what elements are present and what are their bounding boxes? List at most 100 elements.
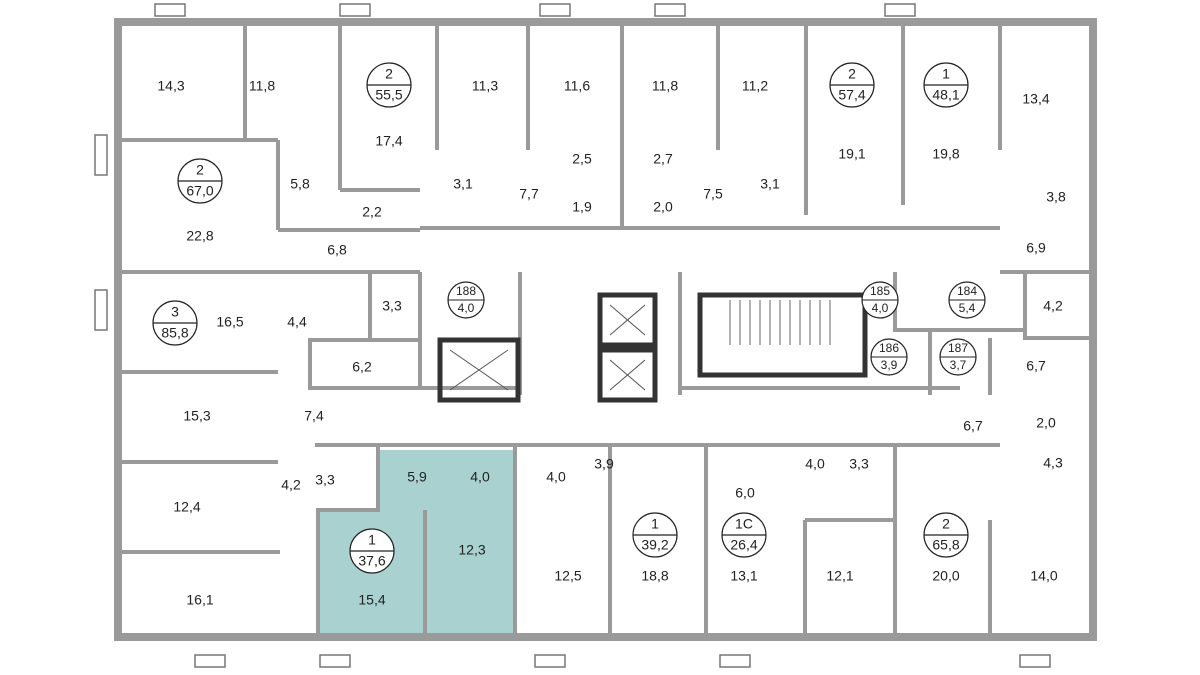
room-area-label: 7,4 [304, 408, 324, 424]
common-room-area: 4,0 [872, 301, 889, 315]
apartment-badge[interactable]: 265,8 [923, 512, 969, 558]
room-area-label: 3,3 [382, 298, 402, 314]
room-area-label: 20,0 [932, 568, 959, 584]
room-area-label: 2,7 [653, 151, 673, 167]
room-area-label: 3,3 [849, 456, 869, 472]
room-area-label: 16,1 [186, 592, 213, 608]
apartment-area: 48,1 [932, 87, 959, 103]
apartment-badge[interactable]: 267,0 [177, 158, 223, 204]
room-area-label: 17,4 [375, 133, 402, 149]
room-area-label: 4,4 [287, 314, 307, 330]
room-area-label: 11,2 [742, 78, 768, 94]
room-area-label: 6,7 [1026, 358, 1046, 374]
room-area-label: 6,7 [963, 418, 983, 434]
room-area-label: 2,0 [653, 199, 673, 215]
apartment-badge[interactable]: 137,6 [349, 528, 395, 574]
apartment-rooms: 3 [171, 304, 179, 320]
outer-wall [114, 18, 1097, 641]
room-area-label: 3,1 [760, 176, 780, 192]
apartment-area: 37,6 [358, 553, 385, 569]
windows [94, 3, 1051, 668]
room-area-label: 16,5 [216, 314, 243, 330]
room-area-label: 19,1 [838, 146, 865, 162]
interior-walls [118, 22, 1093, 636]
room-area-label: 4,3 [1043, 455, 1063, 471]
room-area-label: 15,3 [183, 408, 210, 424]
room-area-label: 11,6 [564, 78, 590, 94]
apartment-badge[interactable]: 1С 26,4 [721, 512, 767, 558]
common-room-area: 4,0 [458, 301, 475, 315]
common-room-number: 188 [456, 284, 476, 298]
room-area-label: 5,8 [290, 176, 310, 192]
room-area-label: 12,3 [458, 542, 485, 558]
room-area-label: 4,0 [546, 469, 566, 485]
apartment-area: 39,2 [641, 537, 668, 553]
room-area-label: 4,2 [281, 477, 301, 493]
room-area-label: 18,8 [641, 568, 668, 584]
apartment-rooms: 1 [942, 66, 950, 82]
common-room-number: 186 [879, 341, 899, 355]
apartment-rooms: 2 [942, 516, 950, 532]
apartment-badge[interactable]: 139,2 [632, 512, 678, 558]
room-area-label: 11,8 [249, 78, 275, 94]
common-room-area: 3,9 [881, 358, 898, 372]
common-room-number: 185 [870, 284, 890, 298]
common-room-area: 5,4 [959, 301, 976, 315]
room-area-label: 7,5 [703, 186, 723, 202]
apartment-area: 26,4 [730, 537, 757, 553]
room-area-label: 12,4 [173, 499, 200, 515]
room-area-label: 2,2 [362, 204, 382, 220]
room-area-label: 11,3 [472, 78, 498, 94]
apartment-area: 57,4 [838, 87, 865, 103]
room-area-label: 3,8 [1046, 189, 1066, 205]
room-area-label: 1,9 [572, 199, 592, 215]
apartment-area: 67,0 [186, 183, 213, 199]
apartment-area: 65,8 [932, 537, 959, 553]
apartment-rooms: 1С [735, 516, 753, 532]
room-area-label: 3,1 [453, 176, 473, 192]
apartment-badge[interactable]: 148,1 [923, 62, 969, 108]
room-area-label: 12,5 [554, 568, 581, 584]
room-area-label: 6,9 [1026, 240, 1046, 256]
apartment-area: 85,8 [161, 325, 188, 341]
common-room-number: 184 [957, 284, 977, 298]
apartment-badge[interactable]: 255,5 [366, 62, 412, 108]
common-room-number: 187 [948, 341, 968, 355]
room-area-label: 19,8 [932, 146, 959, 162]
room-area-label: 22,8 [186, 228, 213, 244]
room-area-label: 4,0 [805, 456, 825, 472]
room-area-label: 7,7 [519, 186, 539, 202]
room-area-label: 6,8 [327, 242, 347, 258]
room-area-label: 5,9 [407, 469, 427, 485]
apartment-area: 55,5 [375, 87, 402, 103]
apartment-rooms: 2 [196, 162, 204, 178]
highlighted-apartment[interactable] [318, 450, 515, 636]
room-area-label: 13,1 [730, 568, 757, 584]
apartment-rooms: 1 [368, 532, 376, 548]
room-area-label: 4,0 [470, 469, 490, 485]
room-area-label: 2,0 [1036, 415, 1056, 431]
apartment-rooms: 2 [385, 66, 393, 82]
room-area-label: 2,5 [572, 151, 592, 167]
room-area-label: 3,3 [315, 472, 335, 488]
room-area-label: 14,0 [1030, 568, 1057, 584]
room-area-label: 6,0 [735, 485, 755, 501]
apartment-badge[interactable]: 257,4 [829, 62, 875, 108]
room-area-label: 14,3 [157, 78, 184, 94]
apartment-rooms: 2 [848, 66, 856, 82]
room-area-label: 15,4 [358, 592, 385, 608]
stair-and-elevators [437, 292, 868, 403]
room-area-label: 11,8 [652, 78, 678, 94]
room-area-label: 3,9 [594, 456, 614, 472]
apartment-badge[interactable]: 385,8 [152, 300, 198, 346]
room-area-label: 4,2 [1043, 298, 1063, 314]
apartment-rooms: 1 [651, 516, 659, 532]
room-area-label: 12,1 [826, 568, 853, 584]
room-area-label: 13,4 [1022, 91, 1049, 107]
common-room-area: 3,7 [950, 358, 967, 372]
